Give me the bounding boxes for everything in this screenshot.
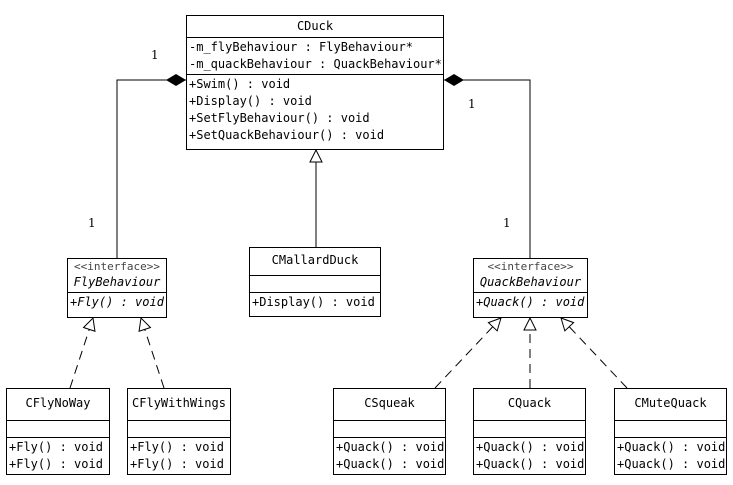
interface-quackbehaviour[interactable]: <<interface>> QuackBehaviour +Quack() : … bbox=[473, 258, 588, 318]
attributes-section bbox=[7, 421, 109, 438]
methods-section: +Display() : void bbox=[250, 293, 380, 312]
method: +Swim() : void bbox=[189, 77, 291, 91]
attributes-section: -m_flyBehaviour : FlyBehaviour* -m_quack… bbox=[187, 38, 443, 75]
methods-section: +Quack() : void +Quack() : void bbox=[615, 438, 726, 474]
class-name: CSqueak bbox=[334, 389, 445, 421]
method: +Quack() : void bbox=[476, 295, 585, 309]
class-header: <<interface>> QuackBehaviour bbox=[474, 259, 587, 293]
class-name: CMuteQuack bbox=[615, 389, 726, 421]
method: +Quack() : void bbox=[336, 457, 445, 471]
method: +Fly() : void bbox=[9, 457, 103, 471]
class-cflywithwings[interactable]: CFlyWithWings +Fly() : void +Fly() : voi… bbox=[127, 388, 231, 475]
composition-diamond-fly bbox=[166, 74, 186, 86]
stereotype: <<interface>> bbox=[73, 260, 161, 273]
realization-line-squeak bbox=[434, 318, 501, 389]
method: +Fly() : void bbox=[9, 440, 103, 454]
class-name: CDuck bbox=[187, 16, 443, 38]
attributes-section bbox=[334, 421, 445, 438]
method: +Fly() : void bbox=[70, 295, 164, 309]
class-name: CFlyNoWay bbox=[7, 389, 109, 421]
class-cduck[interactable]: CDuck -m_flyBehaviour : FlyBehaviour* -m… bbox=[186, 15, 444, 150]
method: +Display() : void bbox=[189, 94, 312, 108]
method: +SetFlyBehaviour() : void bbox=[189, 111, 370, 125]
class-name: QuackBehaviour bbox=[479, 275, 582, 289]
method: +Fly() : void bbox=[130, 457, 224, 471]
interface-flybehaviour[interactable]: <<interface>> FlyBehaviour +Fly() : void bbox=[67, 258, 167, 318]
attributes-section bbox=[474, 421, 585, 438]
method: +Quack() : void bbox=[476, 457, 585, 471]
class-name: CFlyWithWings bbox=[128, 389, 230, 421]
attributes-section bbox=[128, 421, 230, 438]
attribute: -m_flyBehaviour : FlyBehaviour* bbox=[189, 40, 413, 54]
composition-diamond-quack bbox=[444, 74, 464, 86]
stereotype: <<interface>> bbox=[487, 260, 574, 273]
multiplicity-quack-iface-end: 1 bbox=[503, 216, 511, 230]
method: +Quack() : void bbox=[476, 440, 585, 454]
class-name: CQuack bbox=[474, 389, 585, 421]
class-cquack[interactable]: CQuack +Quack() : void +Quack() : void bbox=[473, 388, 586, 475]
attributes-section bbox=[250, 276, 380, 293]
composition-line-quack bbox=[444, 79, 531, 258]
multiplicity-fly-iface-end: 1 bbox=[88, 216, 96, 230]
multiplicity-quack-duck-end: 1 bbox=[468, 97, 476, 111]
multiplicity-fly-duck-end: 1 bbox=[151, 48, 159, 62]
realization-line-flynoway bbox=[69, 318, 93, 389]
methods-section: +Fly() : void bbox=[68, 293, 166, 312]
methods-section: +Swim() : void +Display() : void +SetFly… bbox=[187, 75, 443, 145]
methods-section: +Fly() : void +Fly() : void bbox=[7, 438, 109, 474]
method: +Quack() : void bbox=[617, 440, 726, 454]
class-csqueak[interactable]: CSqueak +Quack() : void +Quack() : void bbox=[333, 388, 446, 475]
class-cflynoway[interactable]: CFlyNoWay +Fly() : void +Fly() : void bbox=[6, 388, 110, 475]
methods-section: +Quack() : void bbox=[474, 293, 587, 312]
method: +Quack() : void bbox=[617, 457, 726, 471]
methods-section: +Fly() : void +Fly() : void bbox=[128, 438, 230, 474]
class-cmutequack[interactable]: CMuteQuack +Quack() : void +Quack() : vo… bbox=[614, 388, 727, 475]
attribute: -m_quackBehaviour : QuackBehaviour* bbox=[189, 57, 442, 71]
class-name: CMallardDuck bbox=[250, 248, 380, 276]
methods-section: +Quack() : void +Quack() : void bbox=[334, 438, 445, 474]
class-name: FlyBehaviour bbox=[73, 275, 161, 289]
composition-line-fly bbox=[116, 79, 186, 258]
method: +Fly() : void bbox=[130, 440, 224, 454]
realization-line-flywithwings bbox=[141, 318, 165, 389]
class-header: <<interface>> FlyBehaviour bbox=[68, 259, 166, 293]
attributes-section bbox=[615, 421, 726, 438]
methods-section: +Quack() : void +Quack() : void bbox=[474, 438, 585, 474]
method: +SetQuackBehaviour() : void bbox=[189, 128, 385, 142]
method: +Display() : void bbox=[252, 295, 375, 309]
class-cmallardduck[interactable]: CMallardDuck +Display() : void bbox=[249, 247, 381, 317]
method: +Quack() : void bbox=[336, 440, 445, 454]
realization-line-mutequack bbox=[561, 318, 628, 389]
